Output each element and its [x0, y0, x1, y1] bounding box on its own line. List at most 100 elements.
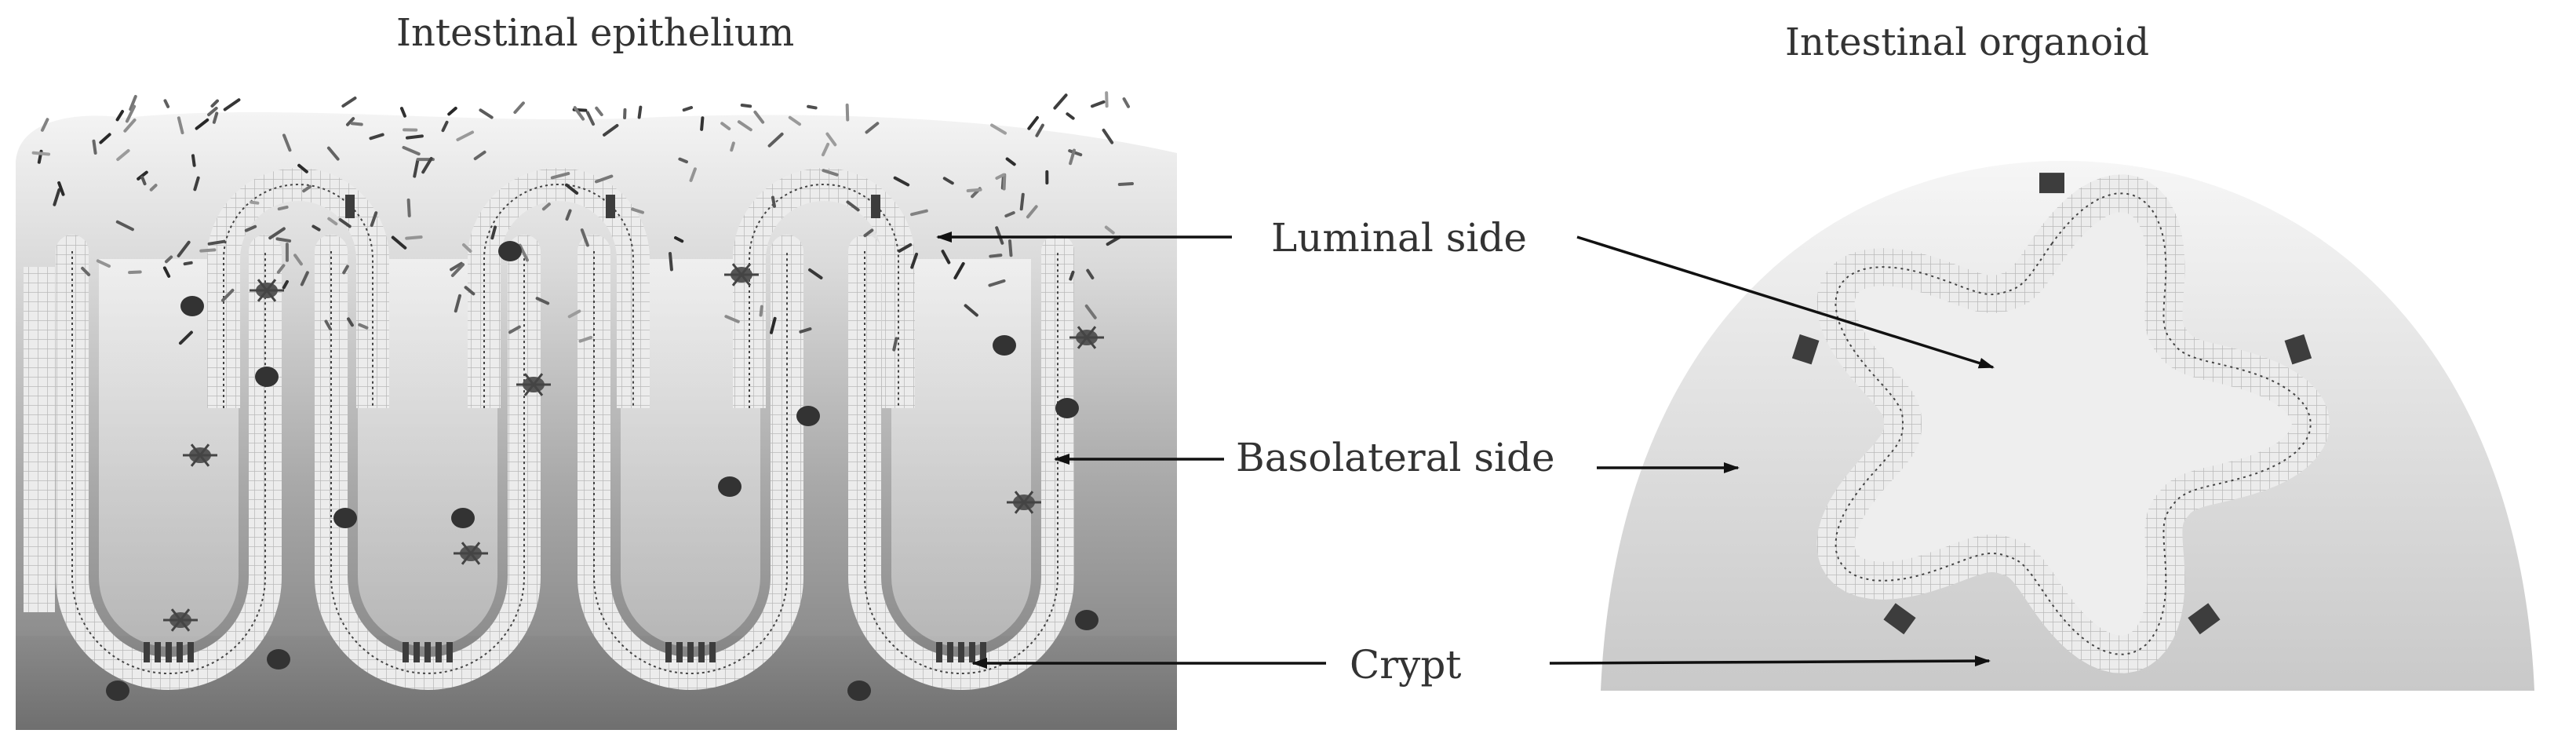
bacterium-dash: [405, 134, 424, 140]
bacterium-dash: [535, 297, 550, 305]
round-cell: [255, 367, 279, 387]
bacterium-dash: [518, 243, 529, 262]
round-cell: [718, 476, 741, 497]
bacterium-dash: [193, 176, 200, 192]
bacterium-dash: [391, 235, 407, 250]
bacterium-dash: [99, 133, 111, 144]
bacterium-dash: [177, 240, 191, 257]
organoid-crypt-marker: [2284, 334, 2312, 365]
bacterium-dash: [324, 319, 332, 330]
title-intestinal-organoid: Intestinal organoid: [1785, 20, 2150, 64]
bacterium-dash: [40, 118, 49, 132]
round-cell: [180, 296, 204, 316]
stem-cell-marker: [969, 642, 975, 662]
bacterium-dash: [1004, 211, 1015, 218]
bacterium-dash: [115, 220, 134, 232]
bacterium-dash: [892, 337, 898, 352]
stem-cell-marker: [687, 642, 694, 662]
bacterium-dash: [990, 123, 1007, 135]
bacterium-dash: [81, 266, 91, 276]
bacterium-dash: [338, 217, 352, 228]
bacterium-dash: [461, 243, 472, 254]
bacterium-dash: [92, 139, 97, 155]
bacterium-dash: [1005, 157, 1016, 166]
bacterium-dash: [1026, 205, 1038, 219]
junction-marker: [345, 195, 355, 218]
immune-cell: [163, 608, 198, 632]
bacterium-dash: [405, 235, 423, 240]
bacterium-dash: [898, 243, 913, 253]
bacterium-dash: [585, 111, 596, 126]
bacterium-dash: [767, 132, 784, 148]
bacterium-dash: [910, 252, 919, 269]
bacterium-dash: [995, 173, 1005, 181]
bacterium-dash: [682, 105, 694, 112]
bacterium-dash: [447, 106, 457, 116]
round-cell: [993, 335, 1016, 356]
bacterium-dash: [244, 224, 257, 232]
stem-cell-marker: [414, 642, 420, 662]
bacterium-dash: [277, 205, 289, 211]
bacterium-dash: [846, 200, 860, 212]
bacterium-dash: [730, 141, 735, 152]
bacterium-dash: [345, 117, 355, 126]
stem-cell-marker: [676, 642, 683, 662]
bacterium-dash: [195, 118, 210, 130]
intestinal-epithelium-illustration: [16, 91, 1177, 731]
bacterium-dash: [595, 106, 603, 117]
junction-marker: [606, 195, 615, 218]
bacterium-dash: [473, 150, 486, 161]
bacterium-dash: [327, 217, 338, 226]
bacterium-dash: [541, 203, 551, 211]
bacterium-dash: [825, 132, 837, 147]
bacterium-dash: [342, 265, 349, 275]
bacterium-dash: [223, 98, 241, 111]
bacterium-dash: [210, 99, 219, 108]
crypt-membrane: [593, 251, 788, 674]
bacterium-dash: [508, 325, 521, 334]
crypt-lumen: [891, 259, 1031, 647]
bacterium-dash: [759, 305, 763, 317]
bacterium-dash: [282, 279, 289, 290]
bacterium-dash: [822, 169, 839, 177]
intestinal-organoid-illustration: [1601, 161, 2534, 691]
bacterium-dash: [700, 116, 705, 131]
organoid-crypt-marker: [1791, 334, 1820, 365]
label-basolateral-side: Basolateral side: [1236, 435, 1555, 480]
stem-cell-marker: [166, 642, 172, 662]
bacterium-dash: [995, 226, 1004, 245]
round-cell: [1075, 610, 1099, 630]
villus-membrane: [223, 184, 373, 408]
bacterium-dash: [57, 181, 65, 196]
bacterium-dash: [1007, 239, 1013, 257]
bacterium-dash: [893, 176, 910, 187]
stem-cell-marker: [980, 642, 986, 662]
organoid-crypt-marker: [1883, 603, 1916, 635]
bacterium-dash: [631, 207, 645, 214]
bacterium-dash: [1066, 112, 1075, 120]
bacterium-dash: [162, 266, 171, 278]
bacterium-dash: [1002, 173, 1007, 191]
junction-marker: [871, 195, 880, 218]
bacterium-dash: [479, 108, 494, 119]
bacterium-dash: [456, 130, 475, 141]
immune-cell: [454, 542, 488, 565]
villi-group: [24, 168, 1074, 690]
crypt-arrow-right: [1549, 655, 1991, 667]
bacterium-dash: [737, 120, 752, 132]
crypt-membrane: [864, 251, 1058, 674]
lamina-propria-cells: [106, 241, 1104, 701]
bacterium-dash: [326, 146, 340, 161]
bacterium-dash: [674, 236, 684, 243]
microbiota-dashes: [31, 91, 1134, 352]
bacterium-dash: [115, 110, 125, 122]
bacterium-dash: [140, 175, 147, 186]
bacterium-dash: [753, 110, 765, 124]
stem-cell-marker: [144, 642, 150, 662]
bacterium-dash: [312, 224, 321, 232]
organoid-star: [1791, 173, 2330, 673]
bacterium-dash: [276, 264, 286, 274]
crypt-lumen: [621, 259, 760, 647]
bacterium-dash: [565, 183, 579, 195]
bacterium-dash: [567, 309, 581, 319]
